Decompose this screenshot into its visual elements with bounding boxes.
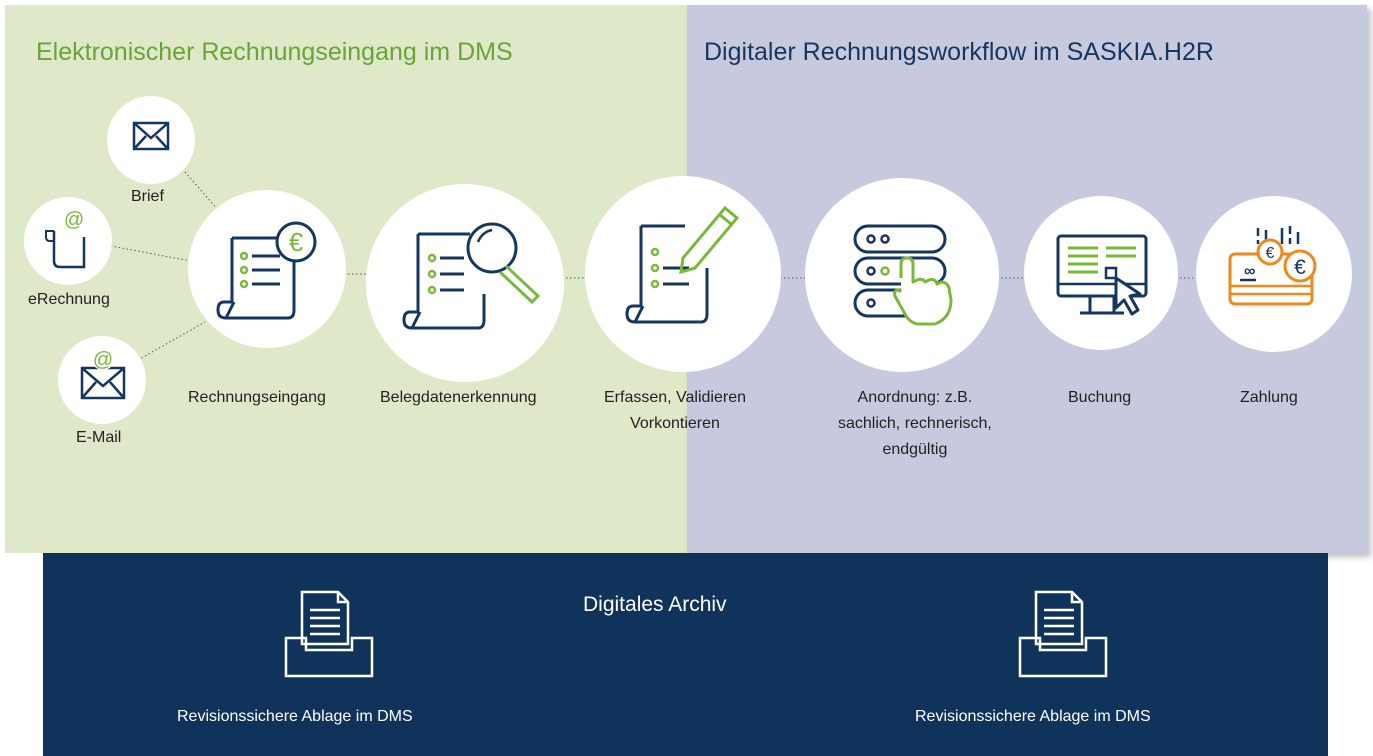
svg-text:∞: ∞ [1244,263,1255,280]
email-icon: @ [80,346,126,400]
erechnung-label: eRechnung [28,291,110,308]
server-hand-icon [853,224,953,326]
workflow-section-title: Digitaler Rechnungsworkflow im SASKIA.H2… [704,38,1214,66]
document-pencil-icon [625,205,740,324]
erfassen-label-line1: Erfassen, Validieren [604,389,746,406]
rechnungseingang-circle: € [188,190,346,348]
buchung-label: Buchung [1068,389,1132,406]
document-magnifier-icon [402,222,541,330]
email-label: E-Mail [76,429,122,446]
anordnung-label-line1: Anordnung: z.B. [857,389,973,406]
archive-tray-icon-left [284,590,374,678]
credit-card-euro-icon: ∞ € € [1228,226,1317,306]
svg-text:€: € [289,227,304,257]
svg-text:@: @ [93,349,113,371]
archive-label-right: Revisionssichere Ablage im DMS [915,708,1151,725]
connector-lines [94,171,1198,361]
anordnung-label: Anordnung: z.B. sachlich, rechnerisch, e… [838,385,992,463]
erfassen-label: Erfassen, Validieren Vorkontieren [604,385,746,437]
brief-label: Brief [131,188,164,205]
zahlung-label: Zahlung [1240,389,1298,406]
dms-section-background [5,5,687,553]
anordnung-circle [805,178,999,372]
svg-text:@: @ [64,209,84,231]
buchung-circle [1024,196,1178,350]
dms-section-title: Elektronischer Rechnungseingang im DMS [36,38,513,66]
erfassen-circle [585,176,781,372]
email-circle: @ [58,336,146,424]
archive-tray-icon-right [1018,590,1108,678]
zahlung-circle: ∞ € € [1196,196,1352,352]
rechnungseingang-label: Rechnungseingang [188,389,326,406]
brief-circle [107,96,195,184]
invoice-euro-icon: € [216,221,317,320]
belegdatenerkennung-label: Belegdatenerkennung [380,389,537,406]
svg-text:€: € [1294,256,1306,279]
erechnung-circle: @ [24,197,112,285]
envelope-icon [132,121,170,151]
archive-title: Digitales Archiv [583,593,727,616]
digital-archive-band [43,553,1328,756]
erfassen-label-line2: Vorkontieren [630,415,720,432]
archive-label-left: Revisionssichere Ablage im DMS [177,708,413,725]
monitor-cursor-icon [1056,234,1148,316]
belegdatenerkennung-circle [366,184,564,382]
anordnung-label-line2: sachlich, rechnerisch, [838,415,992,432]
svg-text:€: € [1266,245,1275,262]
anordnung-label-line3: endgültig [882,441,948,458]
e-invoice-icon: @ [45,207,86,269]
